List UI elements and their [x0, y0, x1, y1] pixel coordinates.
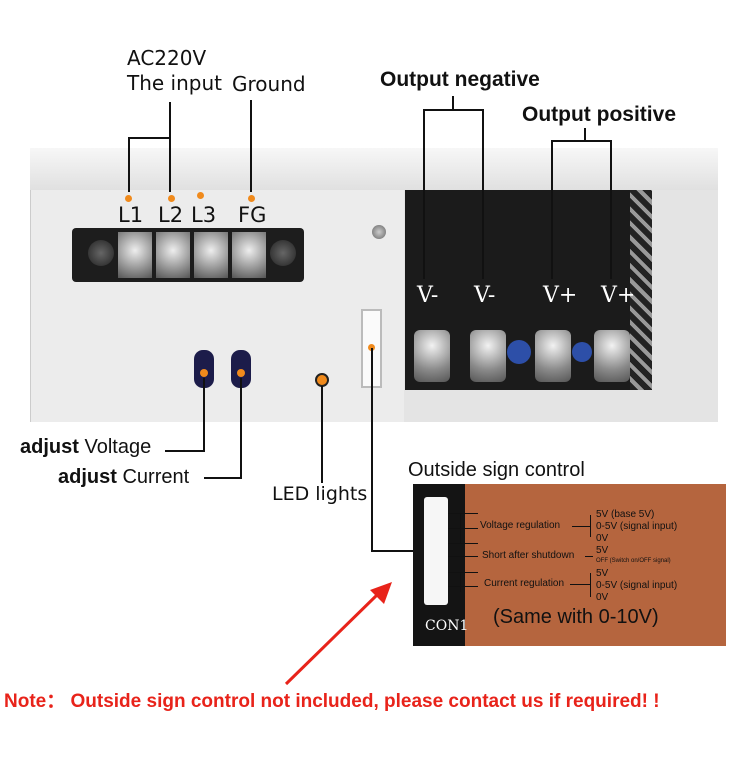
chassis-screw [372, 225, 386, 239]
leader-line [169, 102, 171, 138]
panel-wire [448, 586, 478, 587]
input-terminal-label: L2 [158, 203, 184, 227]
leader-line [551, 140, 612, 142]
short-after-shutdown-label: Short after shutdown [482, 550, 575, 561]
con1-label: CON1 [425, 618, 469, 634]
current-option: 5V [596, 568, 609, 579]
red-arrow-head [370, 582, 392, 604]
blue-capacitor [572, 342, 592, 362]
panel-wire [460, 572, 461, 592]
panel-wire [448, 543, 478, 544]
output-terminal-label: V- [474, 283, 496, 308]
red-arrow [284, 582, 392, 686]
leader-line [584, 128, 586, 142]
input-terminal-label: FG [238, 203, 267, 227]
input-terminal [232, 232, 266, 278]
leader-line [204, 477, 242, 479]
panel-wire [590, 573, 591, 597]
input-terminal-label: L3 [191, 203, 217, 227]
current-regulation-label: Current regulation [484, 578, 565, 589]
voltage-option: 0-5V (signal input) [596, 521, 678, 532]
input-terminal [156, 232, 190, 278]
leader-line [551, 140, 553, 279]
adjust-current-rest: Current [122, 466, 190, 488]
marker-dot [200, 369, 208, 377]
adjust-current-label: adjust Current [58, 466, 189, 489]
voltage-option: 0V [596, 533, 609, 544]
shutdown-option: OFF (Switch on/OFF signal) [596, 558, 671, 564]
leader-line [250, 100, 252, 192]
leader-line [371, 348, 373, 551]
blue-capacitor [507, 340, 531, 364]
panel-wire [460, 513, 461, 543]
leader-line [482, 109, 484, 279]
input-terminal-label: L1 [118, 203, 144, 227]
panel-wire [570, 584, 590, 585]
red-arrow-shaft [284, 592, 380, 686]
output-terminal-label: V- [417, 283, 439, 308]
current-option: 0-5V (signal input) [596, 580, 678, 591]
leader-line [610, 140, 612, 279]
panel-wire [448, 513, 478, 514]
control-panel-footer: (Same with 0-10V) [493, 606, 659, 628]
panel-wire [590, 515, 591, 537]
adjust-voltage-label: adjust Voltage [20, 436, 151, 459]
psu-top-face [30, 148, 718, 194]
output-compartment-fins [630, 190, 652, 390]
marker-dot [125, 195, 132, 202]
leader-line [321, 386, 323, 483]
led-light [315, 373, 329, 387]
leader-line [169, 137, 171, 192]
marker-dot [197, 192, 204, 199]
leader-line [165, 450, 205, 452]
ground-label: Ground [232, 72, 306, 96]
leader-line [371, 550, 414, 552]
output-screw-1 [414, 330, 450, 382]
output-terminal-label: V+ [543, 283, 578, 308]
output-screw-3 [535, 330, 571, 382]
leader-line [203, 378, 205, 451]
panel-wire [448, 528, 478, 529]
led-lights-label: LED lights [272, 483, 368, 505]
panel-wire [448, 556, 478, 557]
panel-wire [585, 556, 593, 557]
leader-line [452, 96, 454, 110]
current-option: 0V [596, 592, 609, 603]
marker-dot [368, 344, 375, 351]
ac-input-label-line2: The input [127, 71, 222, 95]
shutdown-option: 5V [596, 545, 609, 556]
leader-line [128, 137, 130, 192]
input-terminal [118, 232, 152, 278]
note-text: Note： Outside sign control not included,… [4, 691, 660, 712]
leader-line [423, 109, 425, 279]
input-terminal [194, 232, 228, 278]
output-negative-label: Output negative [380, 68, 540, 91]
output-positive-label: Output positive [522, 103, 676, 126]
panel-wire [572, 526, 590, 527]
output-screw-2 [470, 330, 506, 382]
marker-dot [237, 369, 245, 377]
output-screw-4 [594, 330, 630, 382]
leader-line [128, 137, 171, 139]
control-panel-title: Outside sign control [408, 459, 585, 481]
control-panel [413, 484, 726, 646]
adjust-current-bold: adjust [58, 466, 117, 488]
ac-input-label-line1: AC220V [127, 46, 207, 70]
adjust-voltage-rest: Voltage [84, 436, 152, 458]
leader-line [423, 109, 484, 111]
marker-dot [248, 195, 255, 202]
leader-line [240, 378, 242, 478]
marker-dot [168, 195, 175, 202]
input-screw [270, 240, 296, 266]
voltage-option: 5V (base 5V) [596, 509, 655, 520]
panel-wire [448, 572, 478, 573]
adjust-voltage-bold: adjust [20, 436, 79, 458]
voltage-regulation-label: Voltage regulation [480, 520, 561, 531]
psu-front-panel [30, 190, 406, 422]
input-screw [88, 240, 114, 266]
output-terminal-label: V+ [601, 283, 636, 308]
con1-connector-slot [424, 497, 448, 605]
